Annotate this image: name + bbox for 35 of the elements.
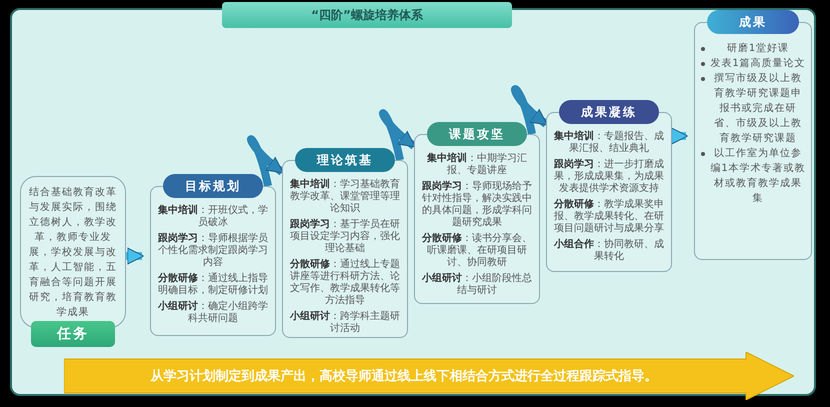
task-heading: 任务	[31, 321, 115, 347]
title: “四阶”螺旋培养体系	[311, 6, 423, 24]
activity-text: 分散研修：通过线上专题讲座等进行科研方法、论文写作、教学成果转化等方法指导	[288, 259, 401, 307]
activity-text: 跟岗学习：导师现场给予针对性指导，解决实践中的具体问题，形成学科问题研究成果	[421, 181, 533, 229]
activity-text: 小组合作：协同教研、成果转化	[552, 239, 665, 263]
activity-text: 集中培训：中期学习汇报、专题讲座	[426, 153, 528, 177]
activity-text: 跟岗学习：进一步打磨成果，形成成果集，为成果发表提供学术资源支持	[553, 159, 665, 195]
guidance-arrow	[64, 352, 794, 400]
activity-text: 集中培训：专题报告、成果汇报、结业典礼	[553, 131, 665, 155]
activity-text: 小组研讨：跨学科主题研讨活动	[288, 311, 401, 335]
activity-text: 分散研修：通过线上指导明确目标，制定研修计划	[156, 273, 269, 297]
arrow	[247, 136, 284, 187]
activity-text: 集中培训：开班仪式，学员破冰	[157, 205, 269, 229]
arrow	[511, 86, 548, 135]
activity-text: 小组研讨：确定小组跨学科共研问题	[156, 301, 269, 325]
activity-text: 跟岗学习：基于学员在研项目设定学习内容，强化理论基础	[289, 219, 401, 255]
task-description: 结合基础教育改革与发展实际，围绕立德树人，教学改革，教师专业发展，学校发展与改革，人工智能，五育融合等问题开展研究，培育教育教学成果	[28, 186, 118, 320]
stage-heading: 成果	[707, 10, 799, 34]
activity-text: 分散研修：读书分享会、听课磨课、在研项目研讨、协同教研	[420, 233, 533, 269]
arrow	[126, 248, 144, 264]
result-text: 撰写市级及以上教育教学研究课题申报书或完成在研省、市级及以上教育教学研究课题	[713, 72, 803, 146]
activity-text: 跟岗学习：导师根据学员个性化需求制定跟岗学习内容	[157, 233, 269, 269]
stage-heading: 目标规划	[163, 174, 263, 198]
activity-text: 集中培训：学习基础教育教学改革、课堂管理等理论知识	[289, 179, 401, 215]
arrow	[379, 110, 416, 161]
result-text: 发表1篇高质量论文	[709, 56, 807, 71]
guidance-text: 从学习计划制定到成果产出，高校导师通过线上线下相结合方式进行全过程跟踪式指导。	[149, 368, 658, 386]
activity-text: 分散研修：教学成果奖申报、教学成果转化、在研项目问题研讨与成果分享	[552, 199, 665, 235]
arrow	[671, 128, 688, 144]
result-text: 以工作室为单位参编1本学术专著或教材或教育教学成果集	[709, 146, 807, 206]
activity-text: 小组研讨：小组阶段性总结与研讨	[420, 273, 533, 297]
stage-heading: 理论筑基	[295, 148, 395, 172]
stage-heading: 课题攻坚	[427, 122, 527, 146]
result-text: 研磨1堂好课	[726, 42, 790, 56]
stage-heading: 成果凝练	[559, 100, 659, 124]
